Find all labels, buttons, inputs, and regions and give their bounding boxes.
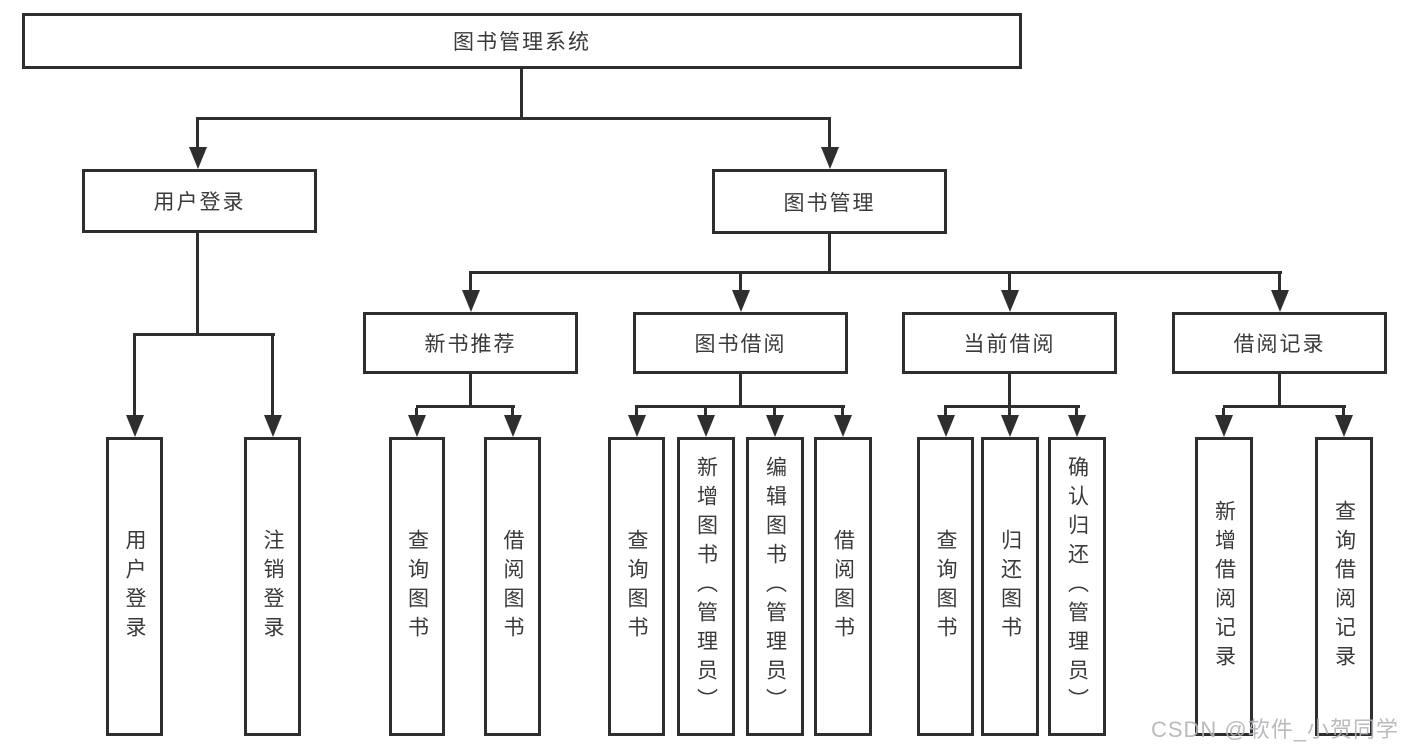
node-borrow-books-recommend: 借阅图书	[484, 437, 541, 736]
node-new-book-recommend: 新书推荐	[363, 312, 578, 374]
node-query-books-recommend: 查询图书	[389, 437, 445, 736]
connector-recommend-bar	[416, 405, 515, 408]
node-user-login: 用户登录	[106, 437, 163, 736]
arrow-down-icon	[264, 336, 282, 437]
node-library-system-label: 图书管理系统	[453, 31, 591, 54]
connector-records-bar	[1223, 405, 1346, 408]
connector-current-bar	[944, 405, 1080, 408]
node-confirm-return-admin: 确认归还（管理员）	[1048, 437, 1106, 736]
node-query-books-borrowing-label: 查询图书	[625, 528, 648, 645]
node-query-books-current-label: 查询图书	[934, 528, 957, 645]
node-new-book-recommend-label: 新书推荐	[424, 333, 517, 356]
node-return-books: 归还图书	[981, 437, 1039, 736]
node-add-borrow-record-label: 新增借阅记录	[1212, 499, 1236, 674]
node-query-borrow-record: 查询借阅记录	[1315, 437, 1373, 736]
connector-records-stem	[1278, 374, 1281, 407]
node-user-login-branch: 用户登录	[82, 169, 317, 233]
node-book-management-label: 图书管理	[783, 191, 876, 215]
connector-borrowing-bar	[635, 405, 845, 408]
arrow-down-icon	[766, 408, 784, 437]
arrow-down-icon	[1001, 274, 1019, 312]
arrow-down-icon	[937, 408, 955, 437]
node-query-borrow-record-label: 查询借阅记录	[1332, 499, 1356, 674]
arrow-down-icon	[732, 274, 750, 312]
connector-root-bar	[196, 117, 831, 120]
node-edit-book-admin-label: 编辑图书（管理员）	[763, 456, 787, 717]
node-query-books-recommend-label: 查询图书	[405, 528, 429, 645]
arrow-down-icon	[1215, 408, 1233, 437]
node-user-login-branch-label: 用户登录	[153, 191, 246, 214]
arrow-down-icon	[189, 120, 207, 169]
node-current-borrowing-label: 当前借阅	[963, 333, 1056, 356]
node-logout-login: 注销登录	[244, 437, 301, 736]
node-user-login-label: 用户登录	[123, 528, 146, 645]
arrow-down-icon	[408, 408, 426, 437]
arrow-down-icon	[1335, 408, 1353, 437]
node-borrowing-records-label: 借阅记录	[1233, 333, 1326, 356]
arrow-down-icon	[1271, 274, 1289, 312]
connector-userlogin-bar	[133, 333, 275, 336]
node-add-book-admin: 新增图书（管理员）	[677, 437, 735, 736]
node-library-system: 图书管理系统	[22, 13, 1022, 69]
connector-borrowing-stem	[739, 374, 742, 407]
node-borrowing-records: 借阅记录	[1172, 312, 1387, 374]
node-book-management: 图书管理	[712, 169, 947, 234]
node-add-borrow-record: 新增借阅记录	[1195, 437, 1253, 736]
node-borrow-books-recommend-label: 借阅图书	[501, 528, 524, 645]
arrow-down-icon	[462, 274, 480, 312]
node-query-books-current: 查询图书	[917, 437, 974, 736]
arrow-down-icon	[126, 336, 144, 437]
connector-bookmgmt-bar	[469, 271, 1282, 274]
connector-current-stem	[1008, 374, 1011, 407]
arrow-down-icon	[1068, 408, 1086, 437]
node-current-borrowing: 当前借阅	[902, 312, 1117, 374]
node-edit-book-admin: 编辑图书（管理员）	[746, 437, 804, 736]
arrow-down-icon	[504, 408, 522, 437]
node-borrow-books-borrowing-label: 借阅图书	[831, 528, 855, 645]
arrow-down-icon	[821, 120, 839, 169]
arrow-down-icon	[834, 408, 852, 437]
node-confirm-return-admin-label: 确认归还（管理员）	[1065, 456, 1089, 717]
connector-recommend-stem	[469, 374, 472, 407]
node-book-borrowing-label: 图书借阅	[694, 333, 787, 356]
connector-root-stem	[520, 69, 523, 119]
node-borrow-books-borrowing: 借阅图书	[814, 437, 872, 736]
arrow-down-icon	[1001, 408, 1019, 437]
node-add-book-admin-label: 新增图书（管理员）	[694, 456, 718, 717]
connector-bookmgmt-stem	[828, 234, 831, 273]
csdn-watermark: CSDN @软件_小贺同学	[1150, 717, 1399, 742]
arrow-down-icon	[697, 408, 715, 437]
node-query-books-borrowing: 查询图书	[608, 437, 665, 736]
node-logout-login-label: 注销登录	[261, 528, 284, 645]
node-return-books-label: 归还图书	[998, 528, 1022, 645]
node-book-borrowing: 图书借阅	[633, 312, 848, 374]
arrow-down-icon	[628, 408, 646, 437]
connector-userlogin-stem	[196, 233, 199, 336]
